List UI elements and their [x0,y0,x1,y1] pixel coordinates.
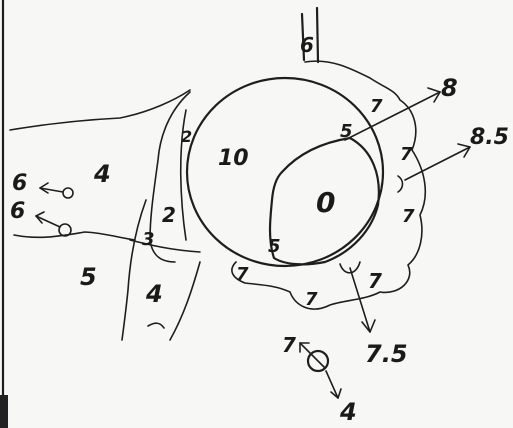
label-arrow-down: 7.5 [365,340,408,368]
label-rim-bottom-right: 7 [368,269,382,293]
label-core-bottom-edge: 5 [268,236,281,257]
label-rim-right-top: 7 [370,96,383,117]
label-left-upper-region: 4 [93,160,111,188]
label-top-duct: 6 [300,33,314,57]
label-rim-left-mid: 2 [162,203,176,227]
label-left-node-lower: 6 [10,199,25,224]
label-core-top-edge: 5 [340,121,353,142]
left-node-lower [36,212,71,236]
label-rim-right-mid: 7 [400,144,413,165]
label-rim-bottom: 7 [305,289,318,310]
label-arrow-right: 8.5 [470,125,509,150]
bump-marker [398,176,403,192]
label-node-bottom-left: 7 [282,333,296,357]
label-arrow-upper-right: 8 [441,74,458,102]
label-bottom-left-region: 4 [145,280,163,308]
label-rim-left-upper: 2 [181,127,192,146]
upper-boundary-line [10,90,190,130]
label-left-lower-region: 5 [80,263,97,291]
label-rim-bottom-left: 7 [236,264,249,285]
label-inner-left-region: 10 [218,146,249,171]
label-rim-right-low: 7 [402,206,415,227]
bottom-node [300,343,341,398]
label-node-bottom-down: 4 [339,398,357,426]
septum-line [130,240,200,252]
label-inner-core-region: 0 [316,186,335,219]
middle-boundary-line [14,232,135,240]
arrow-to-8 [345,88,440,140]
lower-right-boundary [170,262,200,340]
main-circle [187,78,383,266]
small-curve [148,323,164,328]
label-left-node-upper: 6 [12,171,27,196]
duct-right-line [317,8,318,62]
label-rim-left-low: 3 [142,229,155,250]
corner-strip [0,395,8,428]
lower-left-boundary [122,200,146,340]
left-node-upper [40,183,73,198]
